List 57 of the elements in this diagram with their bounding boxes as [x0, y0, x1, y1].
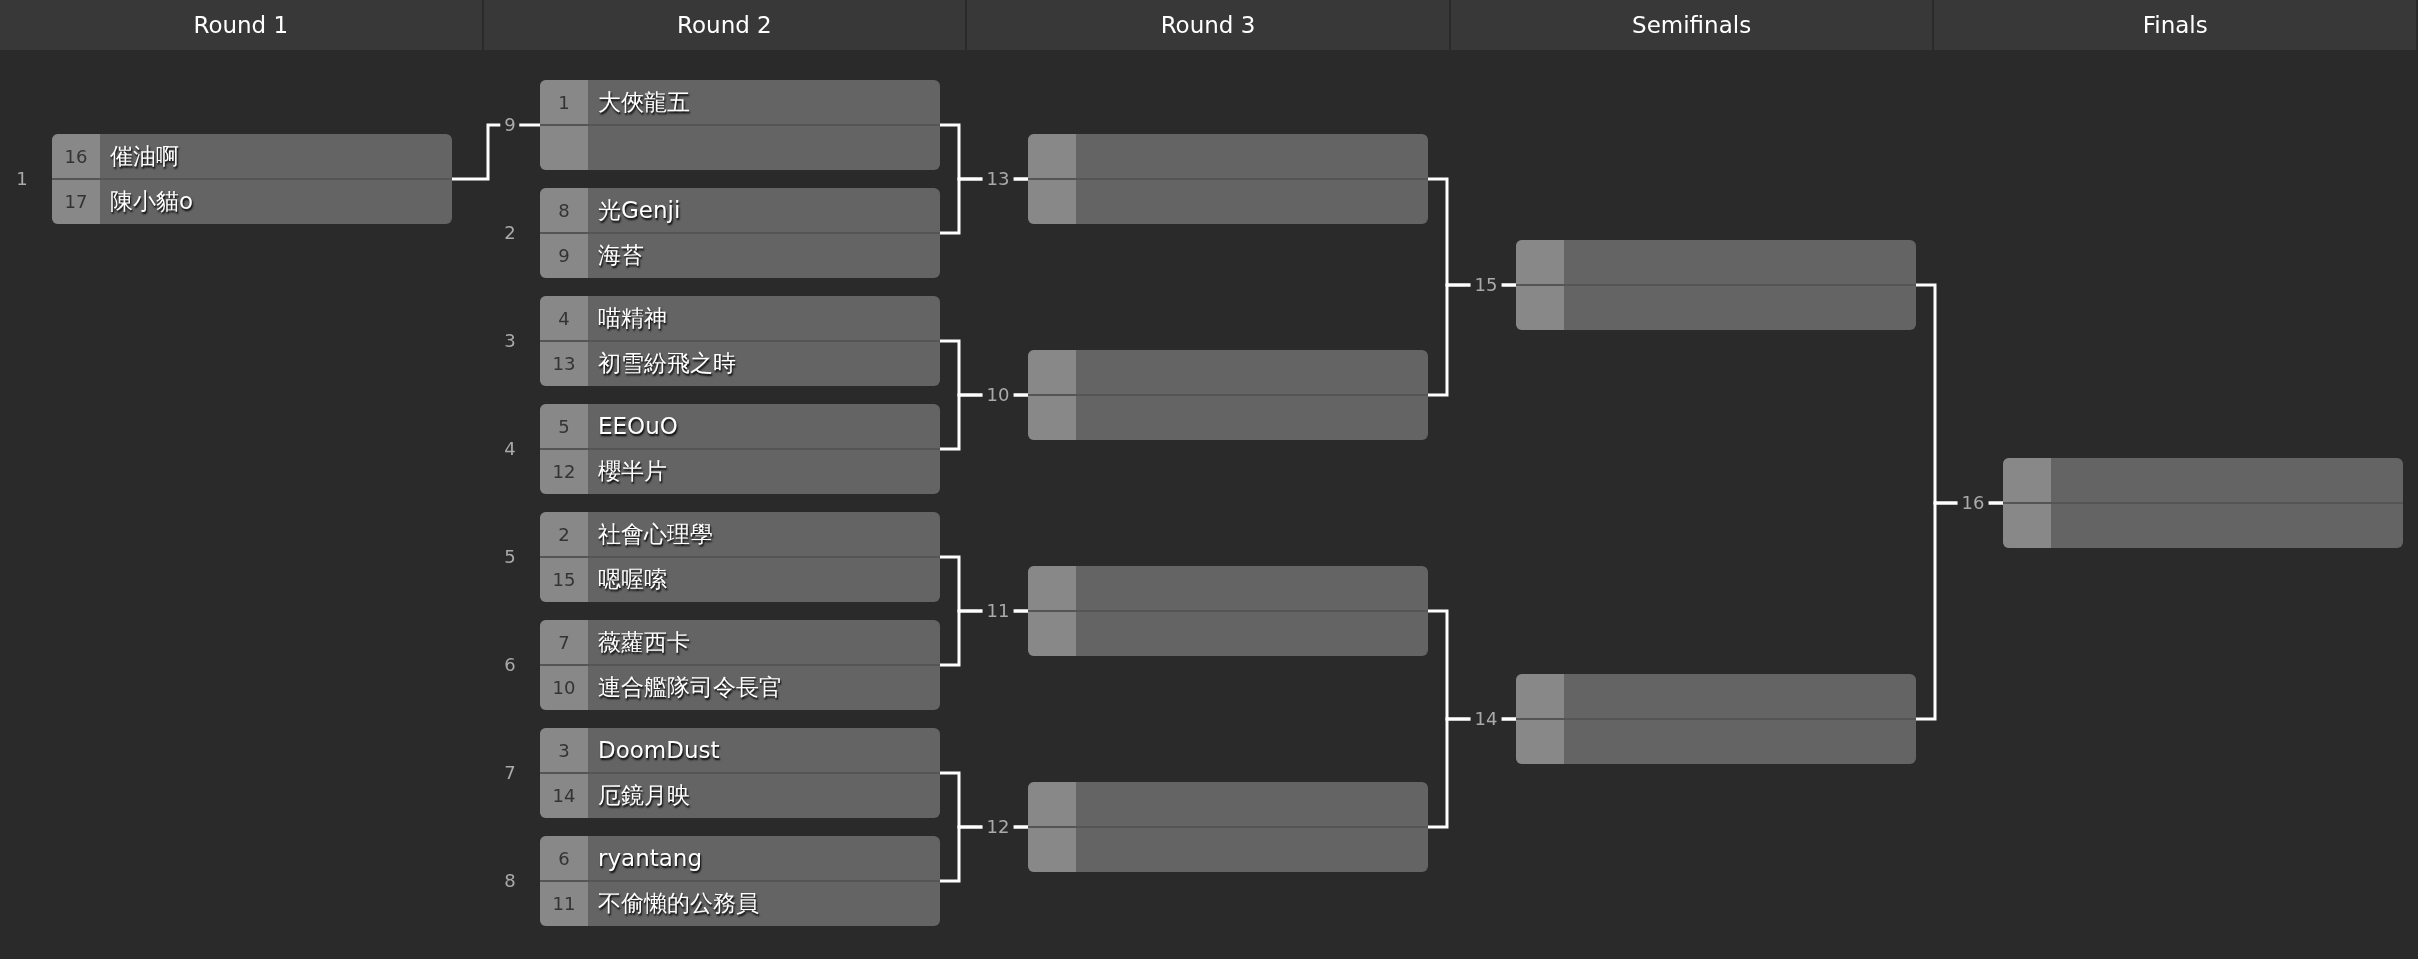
player-name: EEOuO — [598, 412, 678, 441]
seed-cell: 7 — [540, 620, 588, 665]
player-name: 催油啊 — [110, 142, 179, 171]
seed-cell: 4 — [540, 296, 588, 341]
seed-cell: 2 — [540, 512, 588, 557]
seed-cell: 14 — [540, 773, 588, 818]
match-box — [540, 620, 940, 710]
match-box — [540, 728, 940, 818]
seed-cell: 1 — [540, 80, 588, 125]
column-header: Semifinals — [1450, 0, 1935, 50]
match-box — [540, 296, 940, 386]
player-name: 櫻半片 — [598, 457, 667, 486]
match-box — [540, 80, 940, 170]
match-box — [1028, 782, 1428, 872]
player-name: 嗯喔嗦 — [598, 565, 667, 594]
bracket-connector — [1916, 501, 2003, 721]
seed-cell: 17 — [52, 179, 100, 224]
player-name: 大俠龍五 — [598, 88, 690, 117]
player-name: 初雪紛飛之時 — [598, 349, 736, 378]
match-box — [1028, 350, 1428, 440]
match-box — [1516, 674, 1916, 764]
player-name: 陳小貓o — [110, 187, 194, 216]
seed-cell: 10 — [540, 665, 588, 710]
player-name: 喵精神 — [598, 304, 667, 333]
match-box — [540, 404, 940, 494]
seed-cell: 13 — [540, 341, 588, 386]
seed-cell: 15 — [540, 557, 588, 602]
seed-cell: 8 — [540, 188, 588, 233]
player-name: ryantang — [598, 844, 703, 873]
seed-cell: 5 — [540, 404, 588, 449]
match-box — [2003, 458, 2403, 548]
player-name: 薇蘿西卡 — [598, 628, 690, 657]
match-box — [1516, 240, 1916, 330]
match-box — [540, 188, 940, 278]
match-box — [52, 134, 452, 224]
seed-cell: 6 — [540, 836, 588, 881]
player-name: 光Genji — [598, 196, 681, 225]
seed-cell: 3 — [540, 728, 588, 773]
player-name: 社會心理學 — [598, 520, 713, 549]
seed-cell: 9 — [540, 233, 588, 278]
match-box — [1028, 134, 1428, 224]
seed-cell: 16 — [52, 134, 100, 179]
column-header: Finals — [1934, 0, 2418, 50]
column-header: Round 2 — [483, 0, 968, 50]
match-box — [540, 512, 940, 602]
match-box — [1028, 566, 1428, 656]
player-name: 連合艦隊司令長官 — [598, 673, 782, 702]
column-header: Round 1 — [0, 0, 484, 50]
player-name: 海苔 — [598, 241, 644, 270]
match-box — [540, 836, 940, 926]
player-name: 厄鏡月映 — [598, 781, 690, 810]
player-name: DoomDust — [598, 736, 720, 765]
bracket-connector — [452, 123, 540, 181]
seed-cell: 12 — [540, 449, 588, 494]
seed-cell: 11 — [540, 881, 588, 926]
player-name: 不偷懶的公務員 — [598, 889, 759, 918]
column-header: Round 3 — [967, 0, 1451, 50]
